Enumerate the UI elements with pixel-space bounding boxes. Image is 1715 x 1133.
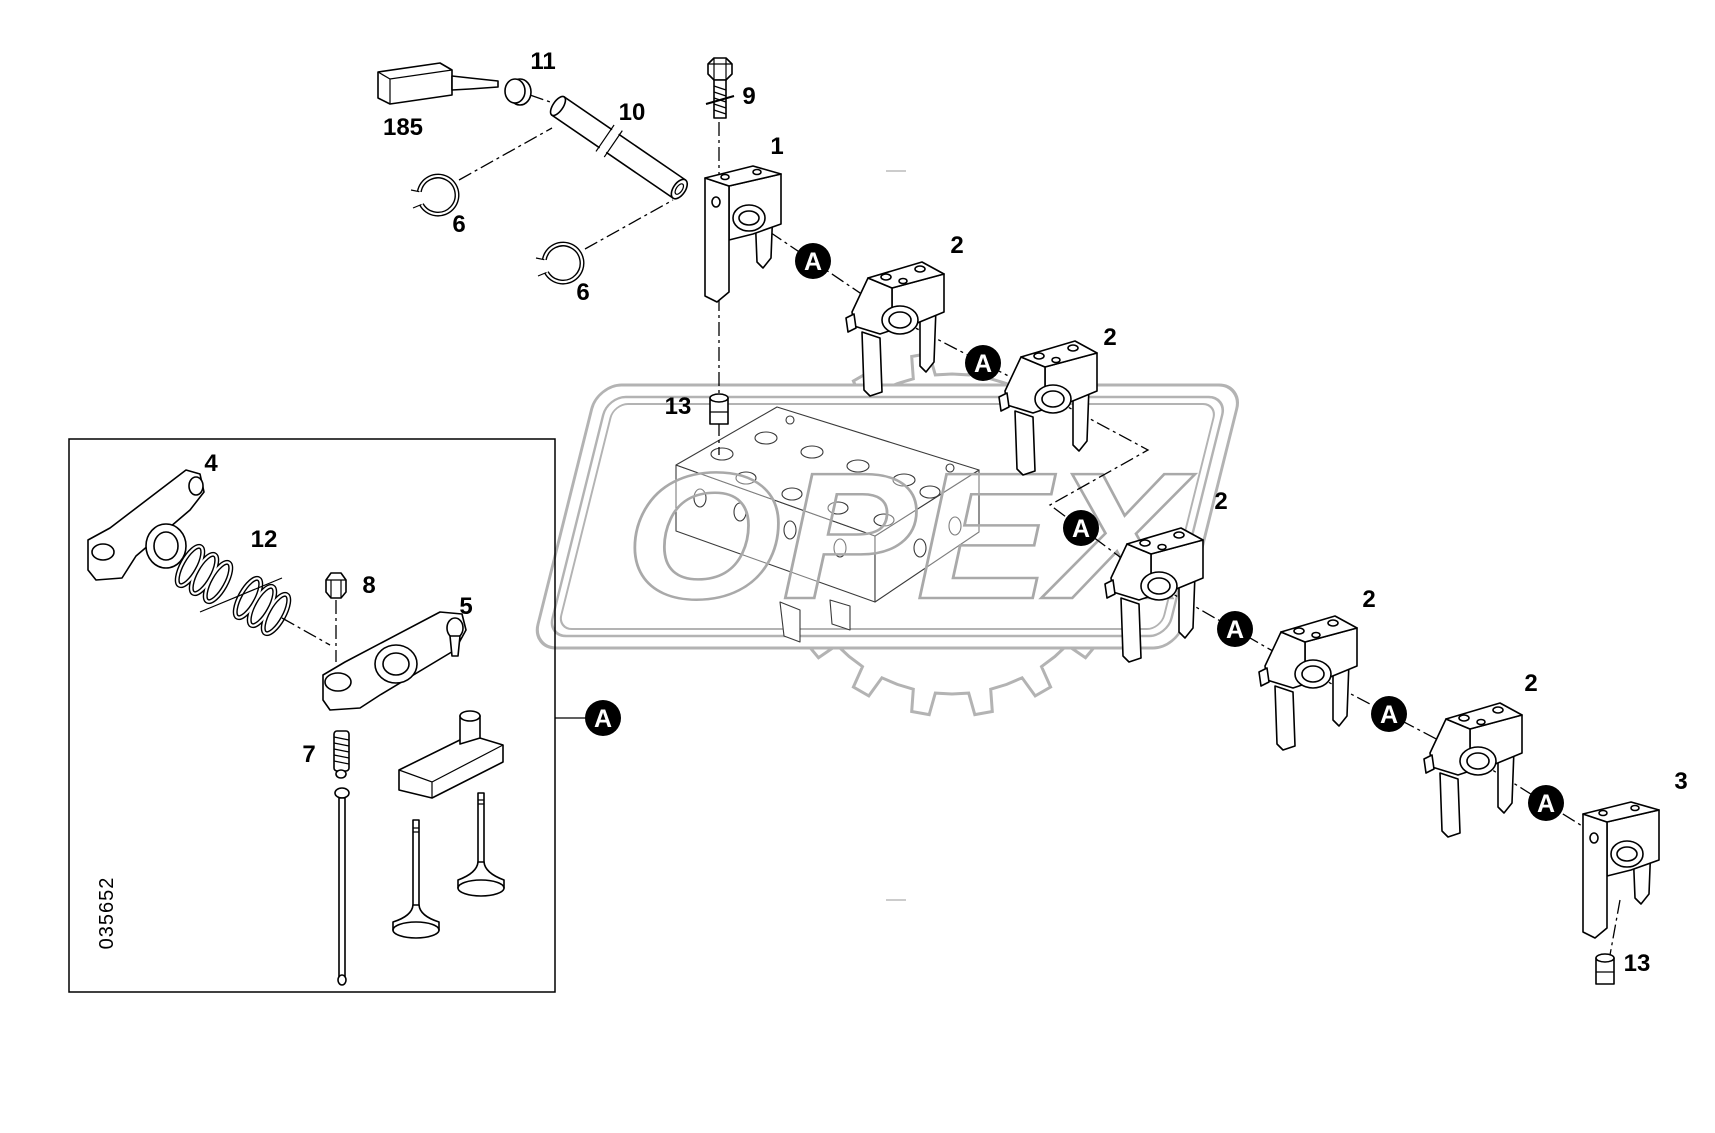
callout-sleeve-lower: 13 [1624, 950, 1651, 977]
callout-support-front: 1 [770, 133, 783, 160]
callout-circlip-upper: 6 [452, 211, 465, 238]
reference-marker: A [1371, 696, 1407, 732]
inset-reference-marker: A [585, 700, 621, 736]
callout-plug: 11 [530, 48, 555, 75]
rocker-support-rear [1582, 801, 1660, 939]
break-line [199, 577, 283, 613]
reference-marker-label: A [1226, 616, 1244, 644]
reference-marker: A [1528, 785, 1564, 821]
inset-detail: 4 12 8 5 7 035652 [68, 438, 556, 993]
reference-marker: A [1063, 510, 1099, 546]
reference-marker-label: A [804, 248, 822, 276]
rocker-arm-lower [322, 611, 467, 711]
callout-nut: 8 [362, 572, 375, 599]
callout-sleeve-upper: 13 [665, 393, 692, 420]
nut [325, 572, 347, 599]
callout-rocker-arm-upper: 4 [204, 450, 218, 477]
callout-rocker-arm-lower: 5 [459, 593, 472, 620]
callout-support-intermediate: 2 [1103, 324, 1116, 351]
reference-marker: A [795, 243, 831, 279]
callout-sealant: 185 [383, 114, 423, 141]
spring [174, 543, 292, 637]
watermark-text: OPEX [625, 436, 1196, 637]
callout-adjusting-screw: 7 [302, 741, 315, 768]
circlip-upper [410, 173, 460, 217]
callout-support-intermediate: 2 [1362, 586, 1375, 613]
valve-left [392, 819, 440, 939]
valve-right [457, 792, 505, 897]
spring-axis-line [281, 617, 331, 646]
drawing-number: 035652 [96, 877, 118, 950]
rocker-support-intermediate-5 [1423, 702, 1523, 838]
sleeve-lower [1595, 953, 1615, 985]
sealant-tube [377, 62, 499, 105]
adjusting-screw [333, 730, 350, 779]
rocker-support-front [704, 165, 782, 303]
inset-reference-marker-label: A [594, 705, 612, 733]
sleeve-lower-line [1609, 899, 1621, 956]
circlip-lower [535, 241, 585, 285]
callout-spring: 12 [251, 526, 278, 553]
circlip-upper-line [458, 127, 553, 181]
callout-support-rear: 3 [1674, 768, 1687, 795]
circlip-lower-line [584, 199, 674, 250]
pushrod [334, 787, 350, 986]
reference-marker-label: A [1537, 790, 1555, 818]
shaft-axis-line-3 [1048, 398, 1160, 587]
reference-marker-label: A [1072, 515, 1090, 543]
cylinder-head [675, 406, 980, 643]
callout-shaft: 10 [619, 99, 646, 126]
plug-axis-line [529, 94, 557, 105]
inset-frame [68, 438, 556, 993]
callout-circlip-lower: 6 [576, 279, 589, 306]
valve-bridge [398, 710, 504, 799]
sleeve-upper [709, 393, 729, 425]
rocker-arm-upper [87, 469, 205, 581]
callout-bolt: 9 [742, 83, 755, 110]
reference-marker-label: A [1380, 701, 1398, 729]
plug [504, 78, 532, 106]
callout-support-intermediate: 2 [950, 232, 963, 259]
callout-support-intermediate: 2 [1214, 488, 1227, 515]
rocker-shaft [549, 95, 689, 200]
bolt [705, 57, 735, 119]
reference-marker: A [1217, 611, 1253, 647]
callout-support-intermediate: 2 [1524, 670, 1537, 697]
reference-marker: A [965, 345, 1001, 381]
rocker-support-intermediate-4 [1258, 615, 1358, 751]
reference-marker-label: A [974, 350, 992, 378]
